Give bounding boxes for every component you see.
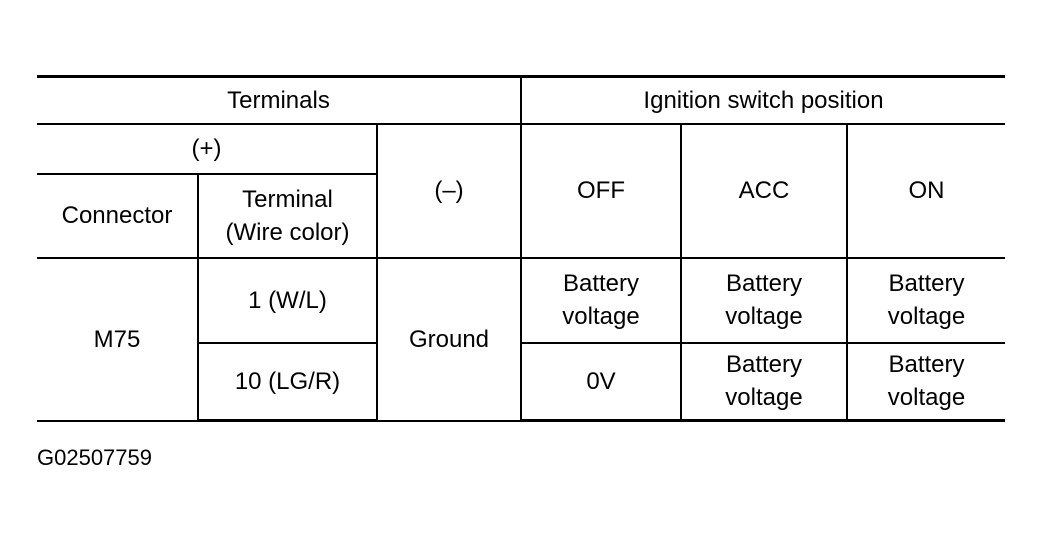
figure-id: G02507759	[37, 445, 152, 470]
on-value-row2-line2: voltage	[887, 384, 966, 412]
acc-value-row1-line1: Battery	[725, 270, 803, 297]
off-value-row1-line2: voltage	[562, 303, 640, 330]
terminal-voltage-table: Terminals Ignition switch position (+) (…	[37, 75, 1005, 422]
connector-header: Connector	[37, 172, 199, 259]
acc-value-row1: Battery voltage	[680, 256, 848, 344]
off-value-row1: Battery voltage	[520, 256, 682, 344]
negative-terminal-header: (–)	[376, 122, 522, 259]
on-value-row1-line2: voltage	[887, 303, 966, 330]
spec-table-container: Terminals Ignition switch position (+) (…	[37, 75, 1005, 422]
terminal-header-line1: Terminal	[242, 185, 333, 213]
on-value-row1-line1: Battery	[888, 270, 965, 297]
off-value-row2: 0V	[520, 341, 682, 422]
position-acc-header: ACC	[680, 122, 848, 259]
terminal-cell-row2: 10 (LG/R)	[197, 341, 378, 422]
off-value-row2-line1: 0V	[586, 367, 616, 395]
terminal-cell-row1: 1 (W/L)	[197, 256, 378, 344]
connector-cell: M75	[37, 256, 199, 422]
on-value-row2: Battery voltage	[846, 341, 1005, 422]
terminal-wire-color-header: Terminal (Wire color)	[197, 172, 378, 259]
off-value-row1-line1: Battery	[562, 270, 640, 297]
acc-value-row2-line1: Battery	[725, 351, 803, 379]
acc-value-row2: Battery voltage	[680, 341, 848, 422]
ignition-switch-position-header: Ignition switch position	[520, 75, 1005, 125]
positive-terminal-header: (+)	[37, 122, 378, 175]
on-value-row2-line1: Battery	[888, 351, 965, 379]
position-on-header: ON	[846, 122, 1005, 259]
acc-value-row1-line2: voltage	[725, 303, 803, 330]
terminal-header-line2: (Wire color)	[225, 218, 350, 246]
ground-cell: Ground	[376, 256, 522, 422]
terminals-header: Terminals	[37, 75, 522, 125]
acc-value-row2-line2: voltage	[725, 384, 803, 412]
on-value-row1: Battery voltage	[846, 256, 1005, 344]
position-off-header: OFF	[520, 122, 682, 259]
